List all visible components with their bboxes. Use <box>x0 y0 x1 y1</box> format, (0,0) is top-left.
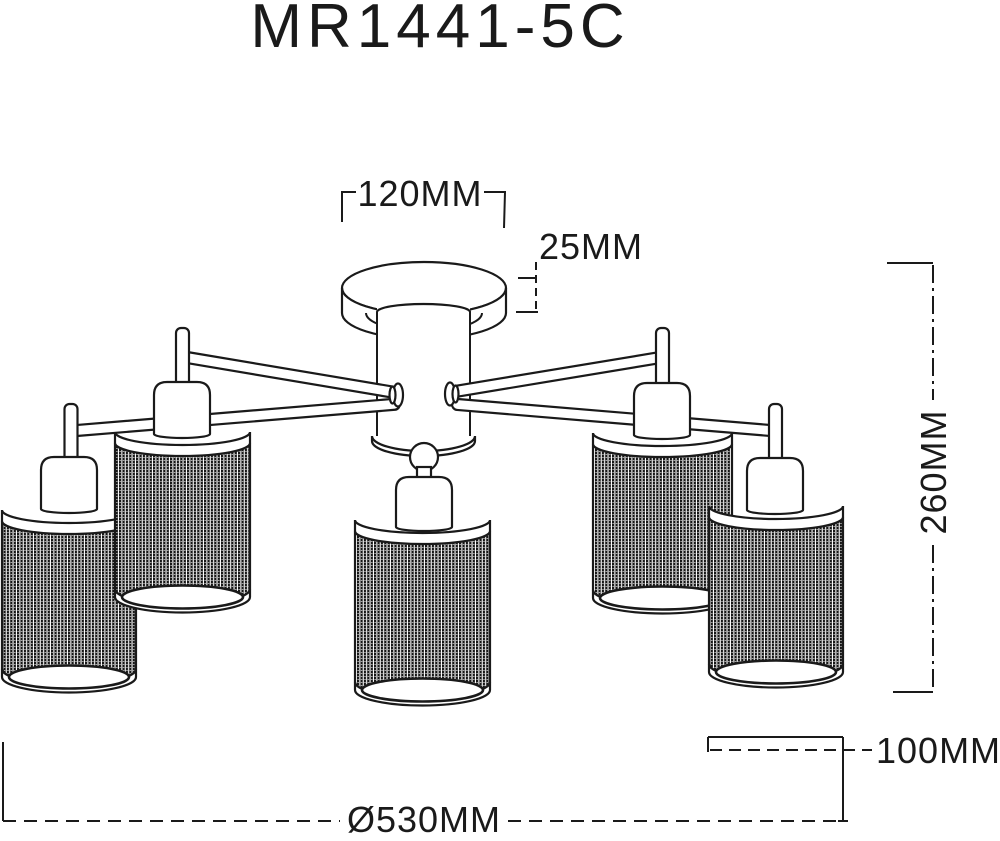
dimension-label: 25MM <box>539 226 643 267</box>
shade-top-rim <box>707 505 845 532</box>
socket-cup-far-left <box>39 455 99 515</box>
dimension-overall-diameter: Ø530MM <box>2 742 843 840</box>
dimension-ticks <box>887 262 933 693</box>
shade-mesh-body <box>353 530 492 699</box>
shade-bottom-opening <box>360 677 485 703</box>
dimension-label: 120MM <box>357 173 482 214</box>
shade-bottom-opening <box>120 584 245 610</box>
shade-bottom-opening <box>7 664 131 690</box>
arm-collar-left <box>388 382 405 408</box>
dimension-canopy-height: 25MM <box>516 226 643 313</box>
dimension-label: 260MM <box>913 409 954 534</box>
dimension-bracket <box>341 191 507 229</box>
column-top-arc <box>375 302 472 313</box>
socket-cup-inner-right <box>632 381 692 441</box>
shade-top-rim <box>113 431 252 458</box>
arm-collar-right <box>443 381 460 407</box>
arm-upper-left <box>179 350 401 399</box>
stem-far-right <box>767 402 784 465</box>
stem-inner-left <box>174 326 191 390</box>
dimension-bracket <box>707 736 848 822</box>
shade-top-rim <box>591 432 734 459</box>
dimension-label: Ø530MM <box>347 799 501 840</box>
dimension-overall-height: 260MM <box>887 262 954 693</box>
arm-tube <box>66 397 401 438</box>
shade-inner-left <box>113 431 252 614</box>
shade-far-left <box>0 509 138 694</box>
dimension-label: 100MM <box>876 730 1000 771</box>
column-bottom-flange <box>370 435 477 458</box>
stem-inner-right <box>654 326 671 391</box>
arm-lower-right <box>450 397 778 438</box>
socket-cup-center <box>394 475 454 533</box>
socket-cup-far-right <box>745 456 805 516</box>
dimension-canopy-width: 120MM <box>341 173 507 229</box>
dimension-ticks <box>516 277 538 313</box>
arm-lower-left <box>66 397 401 438</box>
arm-tube <box>450 351 663 398</box>
shade-far-right <box>707 505 845 689</box>
column-body-fill <box>377 306 470 440</box>
column-side-lines <box>376 312 471 436</box>
arm-tube <box>450 397 778 438</box>
shade-bottom-opening <box>714 659 838 685</box>
shade-inner-right <box>591 432 734 615</box>
shade-bottom-opening <box>598 585 727 611</box>
shade-mesh-body <box>707 516 845 681</box>
model-number-title: MR1441-5C <box>250 0 629 61</box>
shade-top-rim <box>353 519 492 546</box>
stem-far-left <box>63 402 79 464</box>
socket-cup-inner-left <box>152 380 212 440</box>
shade-mesh-body <box>113 442 252 606</box>
dimension-shade-diameter: 100MM <box>707 730 1000 822</box>
arm-upper-right <box>450 351 663 398</box>
shade-center <box>353 519 492 707</box>
arm-tube <box>179 350 401 399</box>
central-column <box>375 302 472 440</box>
